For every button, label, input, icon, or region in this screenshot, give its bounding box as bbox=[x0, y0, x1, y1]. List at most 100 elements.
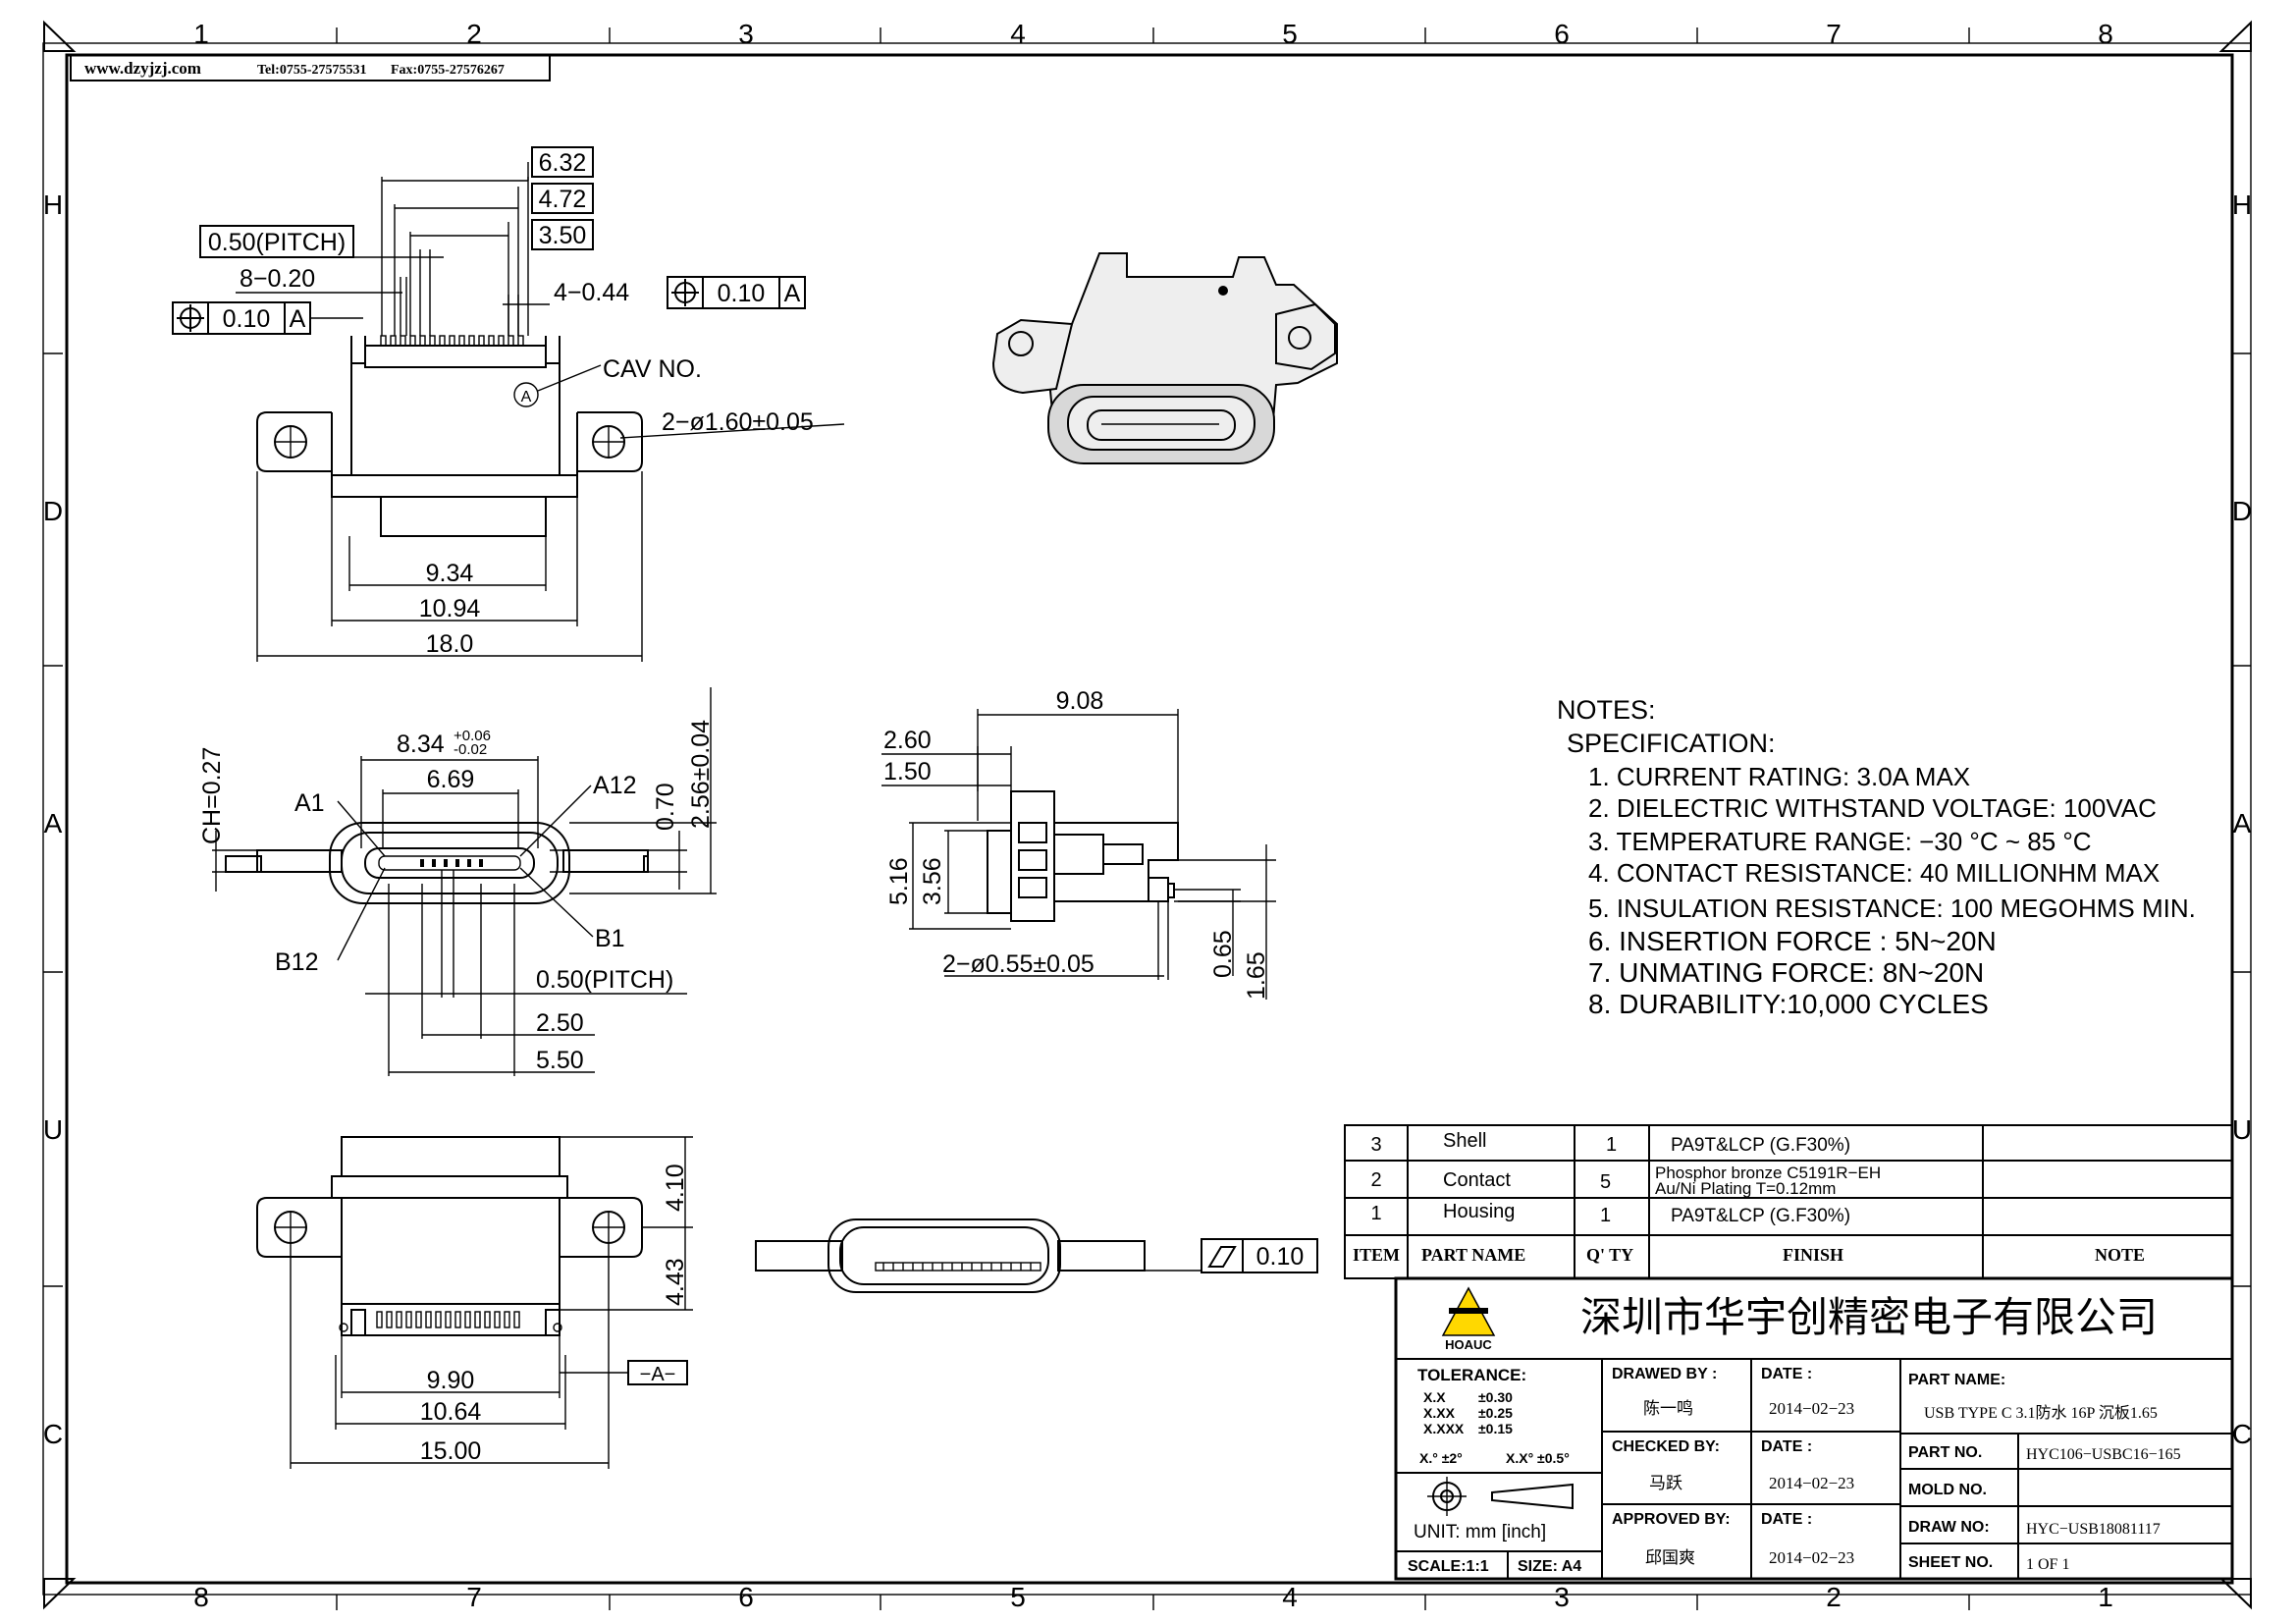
note-item-8: 8. DURABILITY:10,000 CYCLES bbox=[1588, 989, 1989, 1019]
grid-bottom-1: 1 bbox=[2098, 1582, 2113, 1612]
bom-row3-finish: PA9T&LCP (G.F30%) bbox=[1671, 1206, 1850, 1226]
draw-no-label: DRAW NO: bbox=[1908, 1519, 1990, 1536]
holes-dim-top: 4−0.44 bbox=[554, 279, 629, 306]
dim-2-50: 2.50 bbox=[536, 1009, 584, 1037]
dim-9-90: 9.90 bbox=[427, 1367, 475, 1394]
fax-text: Fax:0755-27576267 bbox=[391, 63, 505, 78]
grid-top-2: 2 bbox=[466, 19, 482, 49]
part-no-value: HYC106−USBC16−165 bbox=[2026, 1446, 2181, 1463]
dim-6-69: 6.69 bbox=[427, 766, 475, 793]
drawn-by-name: 陈一鸣 bbox=[1643, 1399, 1693, 1419]
date-value-1: 2014−02−23 bbox=[1769, 1399, 1854, 1418]
bom-row1-finish: PA9T&LCP (G.F30%) bbox=[1671, 1135, 1850, 1156]
bom-row2-finish2: Au/Ni Plating T=0.12mm bbox=[1655, 1179, 1836, 1198]
cav-circle bbox=[513, 382, 539, 407]
note-item-1: 1. CURRENT RATING: 3.0A MAX bbox=[1588, 762, 1970, 791]
datum-a-label: −A− bbox=[640, 1364, 676, 1385]
dim-0-65: 0.65 bbox=[1209, 930, 1237, 978]
tol-val-1: ±0.30 bbox=[1478, 1389, 1513, 1405]
part-no-label: PART NO. bbox=[1908, 1444, 1982, 1461]
bom-row2-part: Contact bbox=[1443, 1169, 1511, 1191]
scale-label: SCALE:1:1 bbox=[1408, 1558, 1489, 1575]
grid-right-u: U bbox=[2232, 1114, 2252, 1145]
bom-header-part: PART NAME bbox=[1421, 1245, 1525, 1265]
dim-4-43: 4.43 bbox=[662, 1258, 689, 1306]
checked-by-name: 马跃 bbox=[1649, 1474, 1682, 1493]
note-item-7: 7. UNMATING FORCE: 8N~20N bbox=[1588, 957, 1984, 988]
notes-spec: SPECIFICATION: bbox=[1567, 729, 1776, 758]
approved-by-name: 邱国爽 bbox=[1645, 1548, 1695, 1568]
front-view: 8.34 +0.06 -0.02 6.69 A1 A12 B1 B12 CH=0… bbox=[198, 687, 717, 1076]
bom-row1-item: 3 bbox=[1370, 1134, 1381, 1156]
label-b12: B12 bbox=[275, 948, 318, 976]
date-value-3: 2014−02−23 bbox=[1769, 1548, 1854, 1567]
grid-top-6: 6 bbox=[1554, 19, 1570, 49]
bom-row1-part: Shell bbox=[1443, 1130, 1486, 1152]
note-item-5: 5. INSULATION RESISTANCE: 100 MEGOHMS MI… bbox=[1588, 893, 2196, 923]
tol-frame-left: 0.10 A bbox=[172, 301, 363, 335]
corner-markers bbox=[43, 20, 2252, 1610]
dim-2-56: 2.56±0.04 bbox=[687, 720, 715, 829]
dim-3-50: 3.50 bbox=[539, 222, 587, 249]
grid-bottom-3: 3 bbox=[1554, 1582, 1570, 1612]
dim-10-64: 10.64 bbox=[420, 1398, 482, 1426]
tol-left-value: 0.10 bbox=[223, 305, 271, 333]
bom-header-note: NOTE bbox=[2095, 1245, 2145, 1265]
unit-label: UNIT: mm [inch] bbox=[1414, 1522, 1546, 1543]
flatness-frame: 0.10 bbox=[1201, 1238, 1318, 1273]
lower-view-contacts bbox=[882, 1263, 1032, 1271]
grid-ticks bbox=[43, 27, 2251, 1610]
grid-top-1: 1 bbox=[193, 19, 209, 49]
bom-row3-item: 1 bbox=[1370, 1203, 1381, 1224]
dim-10-94: 10.94 bbox=[419, 595, 481, 623]
pitch-label-front: 0.50(PITCH) bbox=[536, 966, 673, 994]
grid-top-4: 4 bbox=[1010, 19, 1026, 49]
flatness-value: 0.10 bbox=[1256, 1243, 1305, 1271]
grid-right-d: D bbox=[2232, 496, 2252, 526]
note-item-3: 3. TEMPERATURE RANGE: −30 °C ~ 85 °C bbox=[1588, 827, 2092, 856]
lower-side-view: 0.10 bbox=[755, 1218, 1318, 1293]
mold-no-label: MOLD NO. bbox=[1908, 1482, 1987, 1498]
grid-left-d: D bbox=[43, 496, 63, 526]
cav-no-label: CAV NO. bbox=[603, 355, 702, 383]
isometric-view bbox=[991, 252, 1338, 464]
top-view: A CAV NO. 2−ø1.60±0.05 6.32 4.72 3.50 0.… bbox=[172, 146, 845, 662]
label-a12: A12 bbox=[593, 772, 636, 799]
side-view: 9.08 2.60 1.50 5.16 3.56 2−ø0.55±0.05 0.… bbox=[881, 687, 1276, 1000]
iso-key-dot bbox=[1218, 286, 1228, 296]
company-name: 深圳市华宇创精密电子有限公司 bbox=[1580, 1293, 2158, 1341]
tol-right-datum: A bbox=[784, 280, 801, 307]
dim-ch: CH=0.27 bbox=[198, 747, 226, 844]
title-block: HOAUC 深圳市华宇创精密电子有限公司 TOLERANCE: X.X ±0.3… bbox=[1394, 1276, 2234, 1581]
dim-5-16: 5.16 bbox=[885, 857, 913, 905]
label-b1: B1 bbox=[595, 925, 625, 952]
part-name-value: USB TYPE C 3.1防水 16P 沉板1.65 bbox=[1924, 1404, 2158, 1422]
date-value-2: 2014−02−23 bbox=[1769, 1474, 1854, 1492]
tol-left-datum: A bbox=[290, 305, 306, 333]
dim-8-34: 8.34 bbox=[397, 731, 445, 758]
grid-right-h: H bbox=[2232, 189, 2252, 220]
tol-angle-1: X.° ±2° bbox=[1419, 1450, 1463, 1466]
note-item-4: 4. CONTACT RESISTANCE: 40 MILLIONHM MAX bbox=[1588, 858, 2160, 888]
grid-top-3: 3 bbox=[738, 19, 754, 49]
notes-title: NOTES: bbox=[1557, 695, 1656, 725]
bom-row2-item: 2 bbox=[1370, 1169, 1381, 1191]
date-label-2: DATE : bbox=[1761, 1438, 1812, 1455]
grid-left-c: C bbox=[43, 1419, 63, 1449]
bom-row2-qty: 5 bbox=[1600, 1171, 1611, 1193]
grid-labels-top: 1 2 3 4 5 6 7 8 bbox=[193, 19, 2113, 49]
dim-18-0: 18.0 bbox=[426, 630, 474, 658]
tol-val-2: ±0.25 bbox=[1478, 1405, 1513, 1421]
bom-table: 3 Shell 1 PA9T&LCP (G.F30%) 2 Contact 5 … bbox=[1344, 1124, 2233, 1279]
tol-angle-2: X.X° ±0.5° bbox=[1506, 1450, 1570, 1466]
dim-6-32: 6.32 bbox=[539, 149, 587, 177]
tel-text: Tel:0755-27575531 bbox=[257, 63, 366, 78]
checked-by-label: CHECKED BY: bbox=[1612, 1438, 1720, 1455]
draw-no-value: HYC−USB18081117 bbox=[2026, 1521, 2161, 1538]
dim-1-50: 1.50 bbox=[883, 758, 932, 785]
grid-left-h: H bbox=[43, 189, 63, 220]
dim-9-34: 9.34 bbox=[426, 560, 474, 587]
grid-right-a: A bbox=[2233, 808, 2252, 839]
top-view-pins bbox=[380, 335, 524, 347]
website-text: www.dzyjzj.com bbox=[84, 59, 201, 78]
